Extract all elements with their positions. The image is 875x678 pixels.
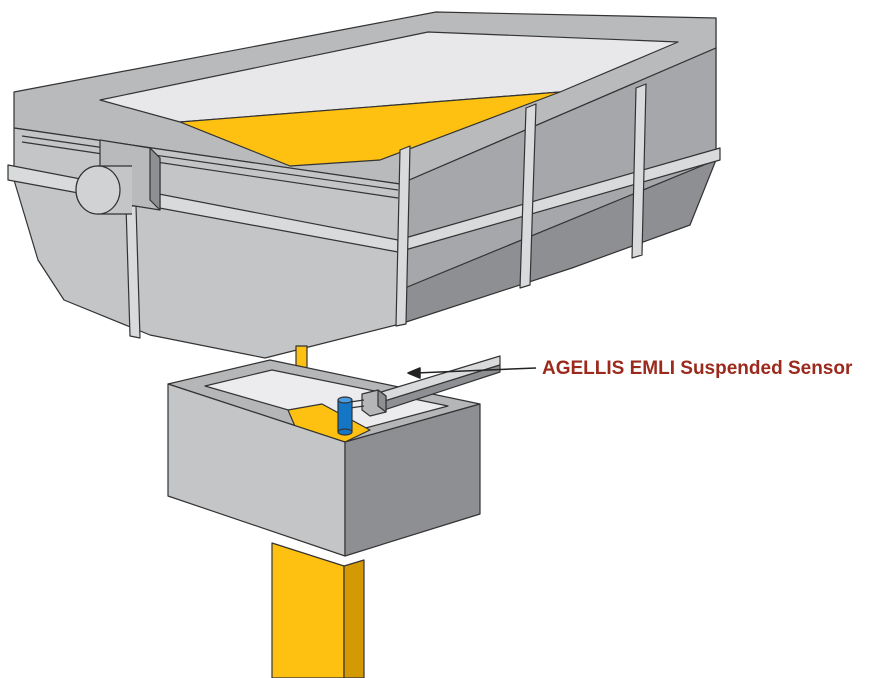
mold-shape <box>271 542 365 678</box>
sensor-icon <box>337 396 353 436</box>
tundish-shape <box>167 359 481 557</box>
ladle-upper-band <box>21 135 399 191</box>
sensor-callout-label: AGELLIS EMLI Suspended Sensor <box>542 358 853 379</box>
mold-side <box>343 559 365 678</box>
tundish-right <box>344 403 481 557</box>
ladle-inner-wall <box>99 31 679 123</box>
ladle-rib-1 <box>395 145 411 327</box>
ladle-shape <box>7 11 721 359</box>
ladle-upper-band-2 <box>21 141 399 199</box>
ladle-rib-2 <box>519 103 537 289</box>
mold-front <box>271 542 345 678</box>
ladle-trunnion-block-side <box>149 147 161 211</box>
sensor-arm <box>349 355 501 417</box>
ladle-molten-metal <box>179 91 561 167</box>
ladle-rib-3 <box>631 83 647 259</box>
callout-arrow <box>407 367 537 379</box>
